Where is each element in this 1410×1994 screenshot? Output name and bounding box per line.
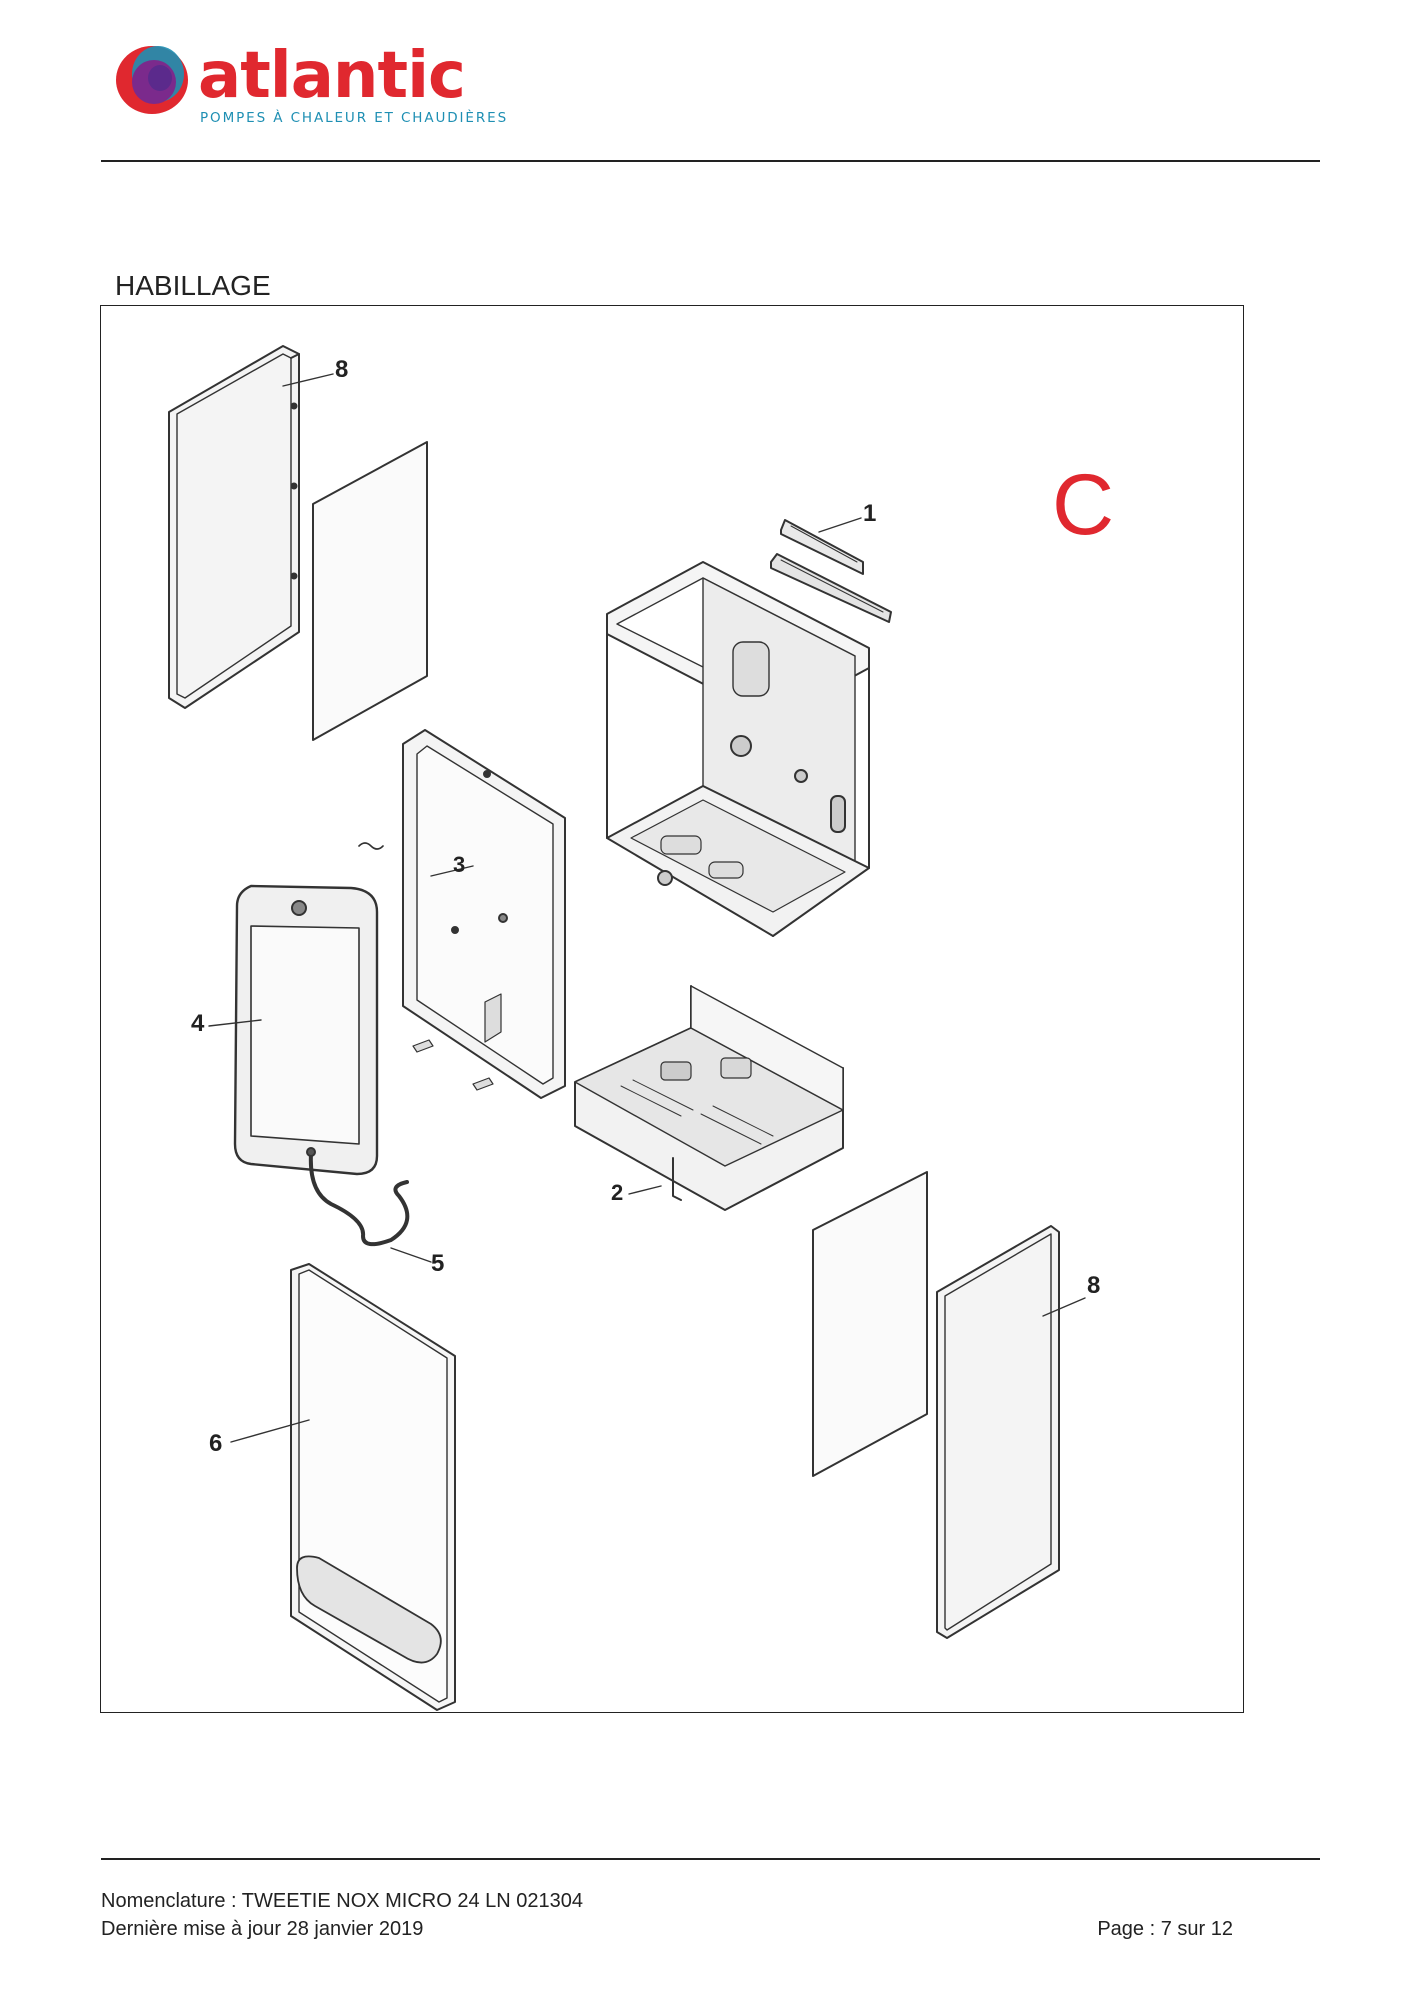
wiring-cable xyxy=(306,1147,410,1247)
exploded-view-diagram xyxy=(168,345,1086,1711)
callout-leaders xyxy=(208,373,1086,1443)
callout-8-right: 8 xyxy=(1087,1272,1101,1299)
footer-rule xyxy=(101,1858,1320,1860)
callout-2: 2 xyxy=(611,1180,624,1205)
callout-1: 1 xyxy=(863,500,877,527)
header-rule xyxy=(101,160,1320,162)
control-panel-bezel xyxy=(233,884,379,1176)
footer-page-number: Page : 7 sur 12 xyxy=(1097,1918,1233,1940)
callout-5: 5 xyxy=(431,1250,445,1277)
side-panel-right xyxy=(936,1225,1060,1639)
brand-logo: atlantic POMPES À CHALEUR ET CHAUDIÈRES xyxy=(112,38,506,130)
front-cover xyxy=(290,1263,456,1711)
brand-tagline: POMPES À CHALEUR ET CHAUDIÈRES xyxy=(200,110,509,126)
base-tray xyxy=(574,985,844,1211)
fixing-pin xyxy=(672,1157,682,1201)
variant-letter: C xyxy=(1052,457,1115,553)
footer-nomenclature: Nomenclature : TWEETIE NOX MICRO 24 LN 0… xyxy=(101,1890,584,1912)
insulation-sheet-right xyxy=(812,1171,928,1477)
callout-6: 6 xyxy=(209,1430,223,1457)
mounting-rail xyxy=(770,519,892,623)
chassis-frame xyxy=(606,561,870,937)
footer-updated: Dernière mise à jour 28 janvier 2019 xyxy=(101,1918,424,1940)
callout-8-top: 8 xyxy=(335,356,349,383)
callout-3: 3 xyxy=(453,852,466,877)
inner-front-panel xyxy=(358,729,566,1099)
callout-4: 4 xyxy=(191,1010,205,1037)
section-title: HABILLAGE xyxy=(115,270,271,301)
logo-mark-icon xyxy=(116,46,188,114)
insulation-sheet-left xyxy=(312,441,428,741)
exploded-diagram-frame: 8 1 3 4 2 5 8 6 xyxy=(100,305,1244,1713)
side-panel-left xyxy=(168,345,300,709)
brand-name: atlantic xyxy=(198,39,466,113)
